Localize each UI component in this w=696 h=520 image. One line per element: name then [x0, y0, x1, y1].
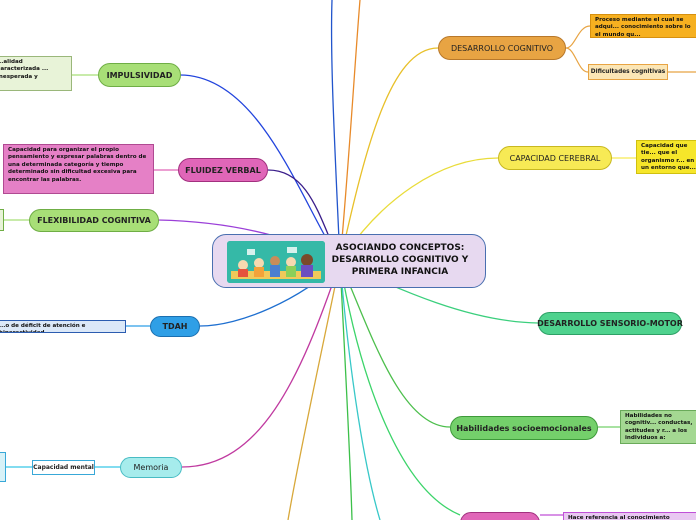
node-habilidades-socioemocionales[interactable]: Habilidades socioemocionales [450, 416, 598, 440]
link-desarrollo-dificultades [566, 48, 588, 72]
children-illustration [227, 241, 325, 283]
note-memoria [0, 452, 6, 482]
node-fluidez-verbal[interactable]: FLUIDEZ VERBAL [178, 158, 268, 182]
link-top [332, 0, 340, 262]
node-capacidad-mental[interactable]: Capacidad mental [32, 460, 95, 475]
link-memoria [182, 262, 340, 467]
node-capacidad-cerebral[interactable]: CAPACIDAD CEREBRAL [498, 146, 612, 170]
note-fluidez-verbal: Capacidad para organizar el propio pensa… [3, 144, 154, 194]
note-capacidad-cerebral: Capacidad que tie... que el organismo r.… [636, 140, 696, 174]
node-flexibilidad-cognitiva[interactable]: FLEXIBILIDAD COGNITIVA [29, 209, 159, 232]
note-bottom: Hace referencia al conocimiento respecto… [563, 512, 696, 520]
note-flexibilidad [0, 209, 4, 231]
node-desarrollo-cognitivo[interactable]: DESARROLLO COGNITIVO [438, 36, 566, 60]
link-top-orange [340, 0, 360, 262]
note-tdah: ...o de déficit de atención e hiperactiv… [0, 320, 126, 333]
node-tdah[interactable]: TDAH [150, 316, 200, 337]
link-desarrollo-proceso [566, 26, 590, 48]
note-proceso: Proceso mediante el cual se adqui... con… [590, 14, 696, 38]
link-bottom-mid [340, 262, 352, 520]
node-bottom-partial[interactable] [460, 512, 540, 520]
node-memoria[interactable]: Memoria [120, 457, 182, 478]
node-desarrollo-sensorio-motor[interactable]: DESARROLLO SENSORIO-MOTOR [538, 312, 682, 335]
node-impulsividad[interactable]: IMPULSIVIDAD [98, 63, 181, 87]
node-dificultades-cognitivas[interactable]: Dificultades cognitivas [588, 64, 668, 80]
link-bottom-left [288, 262, 340, 520]
note-habilidades: Habilidades no cognitiv... conductas, ac… [620, 410, 696, 444]
link-bottom-right [340, 262, 460, 515]
central-title: ASOCIANDO CONCEPTOS: DESARROLLO COGNITIV… [325, 242, 475, 278]
note-impulsividad: ...alidad caracterizada ... inesperada y [0, 56, 72, 91]
central-topic[interactable]: ASOCIANDO CONCEPTOS: DESARROLLO COGNITIV… [212, 234, 486, 288]
